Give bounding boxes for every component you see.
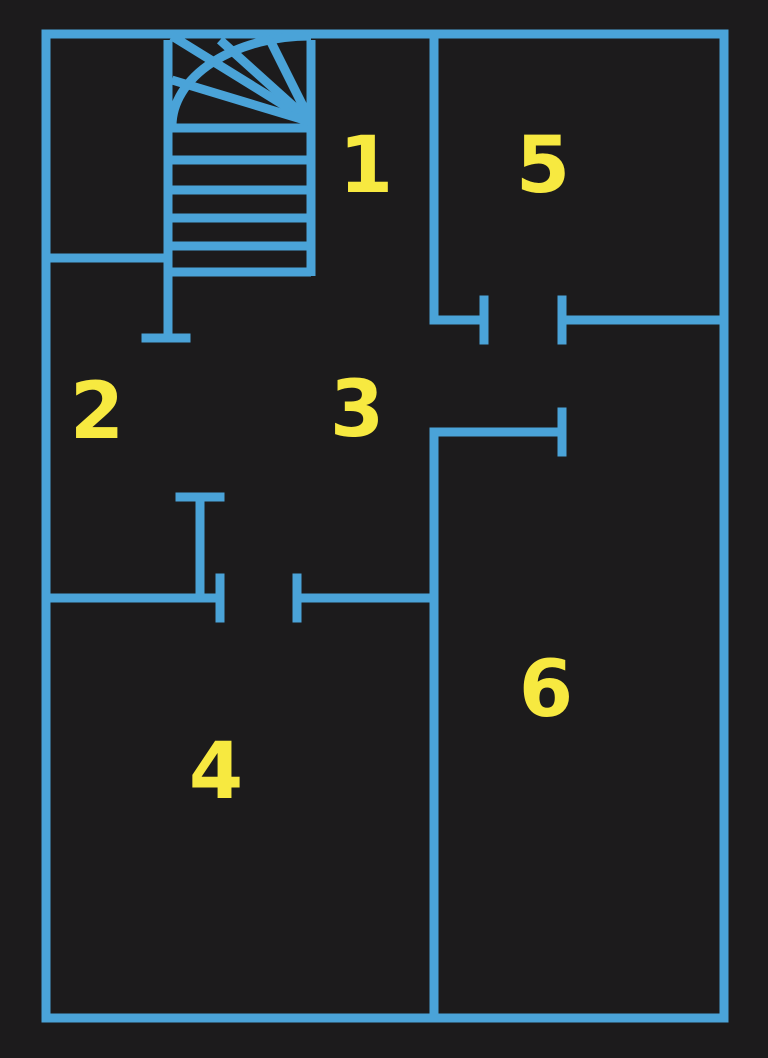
room-label-5: 5 bbox=[516, 121, 570, 211]
room-label-6: 6 bbox=[519, 645, 573, 735]
stair-winder bbox=[170, 75, 313, 127]
interior-walls bbox=[41, 29, 729, 1023]
stair-winder bbox=[169, 32, 314, 126]
staircase bbox=[163, 31, 316, 277]
room-label-1: 1 bbox=[339, 121, 393, 211]
room-label-2: 2 bbox=[70, 367, 124, 457]
stair-winder bbox=[265, 37, 316, 125]
room-label-4: 4 bbox=[189, 727, 243, 817]
stair-winder bbox=[216, 36, 315, 126]
room-label-3: 3 bbox=[330, 365, 384, 455]
outer-wall bbox=[41, 29, 729, 1023]
